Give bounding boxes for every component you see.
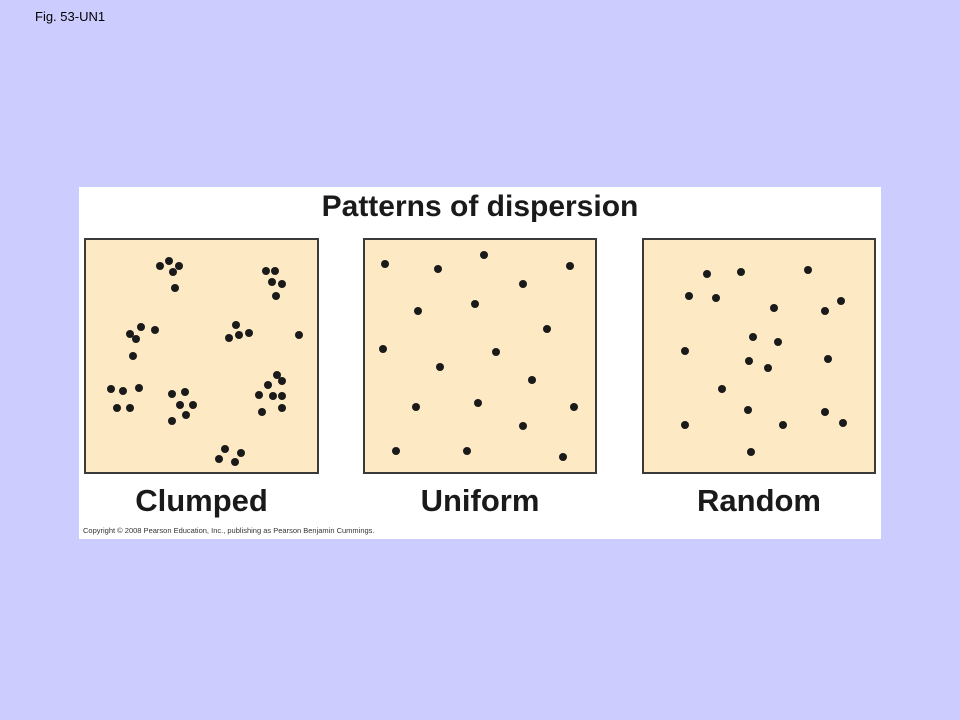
clumped-dot: [278, 392, 286, 400]
clumped-dot: [278, 404, 286, 412]
clumped-dot: [165, 257, 173, 265]
random-dots: [681, 266, 847, 456]
random-dot: [749, 333, 757, 341]
copyright-notice: Copyright © 2008 Pearson Education, Inc.…: [83, 526, 375, 535]
uniform-dot: [559, 453, 567, 461]
uniform-dot: [543, 325, 551, 333]
uniform-dot: [434, 265, 442, 273]
clumped-dot: [255, 391, 263, 399]
clumped-dot: [113, 404, 121, 412]
uniform-dot: [474, 399, 482, 407]
uniform-dot: [414, 307, 422, 315]
random-dot: [770, 304, 778, 312]
clumped-dot: [221, 445, 229, 453]
uniform-dot: [492, 348, 500, 356]
random-dot: [764, 364, 772, 372]
figure-title: Patterns of dispersion: [321, 190, 639, 223]
clumped-dot: [119, 387, 127, 395]
random-dot: [681, 347, 689, 355]
clumped-dot: [175, 262, 183, 270]
uniform-dot: [392, 447, 400, 455]
clumped-dot: [215, 455, 223, 463]
clumped-dot: [156, 262, 164, 270]
random-dot: [744, 406, 752, 414]
clumped-dot: [132, 335, 140, 343]
clumped-dot: [107, 385, 115, 393]
clumped-dot: [171, 284, 179, 292]
uniform-dot: [566, 262, 574, 270]
random-dot: [703, 270, 711, 278]
clumped-box: [84, 238, 319, 474]
clumped-dot: [271, 267, 279, 275]
clumped-dot: [235, 331, 243, 339]
random-dot: [821, 307, 829, 315]
random-dot: [712, 294, 720, 302]
uniform-dot: [436, 363, 444, 371]
figure-label: Fig. 53-UN1: [35, 9, 106, 24]
random-dot: [837, 297, 845, 305]
uniform-dot: [471, 300, 479, 308]
clumped-dot: [176, 401, 184, 409]
random-label: Random: [697, 483, 821, 518]
uniform-dot: [519, 422, 527, 430]
clumped-dot: [151, 326, 159, 334]
clumped-dot: [168, 390, 176, 398]
random-dot: [681, 421, 689, 429]
clumped-dot: [126, 404, 134, 412]
clumped-dot: [295, 331, 303, 339]
uniform-dot: [528, 376, 536, 384]
clumped-dot: [237, 449, 245, 457]
clumped-dot: [168, 417, 176, 425]
uniform-dot: [379, 345, 387, 353]
clumped-dot: [126, 330, 134, 338]
clumped-dots: [107, 257, 303, 466]
uniform-dot: [412, 403, 420, 411]
clumped-dot: [129, 352, 137, 360]
clumped-dot: [272, 292, 280, 300]
random-box: [642, 238, 876, 474]
uniform-dot: [463, 447, 471, 455]
clumped-dot: [273, 371, 281, 379]
clumped-dot: [264, 381, 272, 389]
clumped-label: Clumped: [135, 483, 268, 518]
clumped-dot: [258, 408, 266, 416]
random-dot: [824, 355, 832, 363]
uniform-dot: [480, 251, 488, 259]
random-dot: [737, 268, 745, 276]
clumped-dot: [232, 321, 240, 329]
random-dot: [774, 338, 782, 346]
uniform-box: [363, 238, 597, 474]
random-dot: [747, 448, 755, 456]
clumped-dot: [137, 323, 145, 331]
uniform-label: Uniform: [420, 483, 540, 518]
uniform-dot: [519, 280, 527, 288]
clumped-dot: [181, 388, 189, 396]
clumped-dot: [182, 411, 190, 419]
random-dot: [745, 357, 753, 365]
clumped-dot: [262, 267, 270, 275]
clumped-dot: [269, 392, 277, 400]
clumped-dot: [169, 268, 177, 276]
random-dot: [804, 266, 812, 274]
clumped-dot: [268, 278, 276, 286]
clumped-dot: [278, 377, 286, 385]
clumped-dot: [278, 280, 286, 288]
clumped-dot: [189, 401, 197, 409]
random-dot: [779, 421, 787, 429]
uniform-dot: [381, 260, 389, 268]
uniform-dot: [570, 403, 578, 411]
clumped-dot: [135, 384, 143, 392]
random-dot: [839, 419, 847, 427]
clumped-dot: [231, 458, 239, 466]
clumped-dot: [225, 334, 233, 342]
uniform-dots: [379, 251, 578, 461]
dispersion-figure: Patterns of dispersion Clumped Uniform R…: [79, 187, 881, 539]
random-dot: [718, 385, 726, 393]
clumped-dot: [245, 329, 253, 337]
random-dot: [821, 408, 829, 416]
random-dot: [685, 292, 693, 300]
